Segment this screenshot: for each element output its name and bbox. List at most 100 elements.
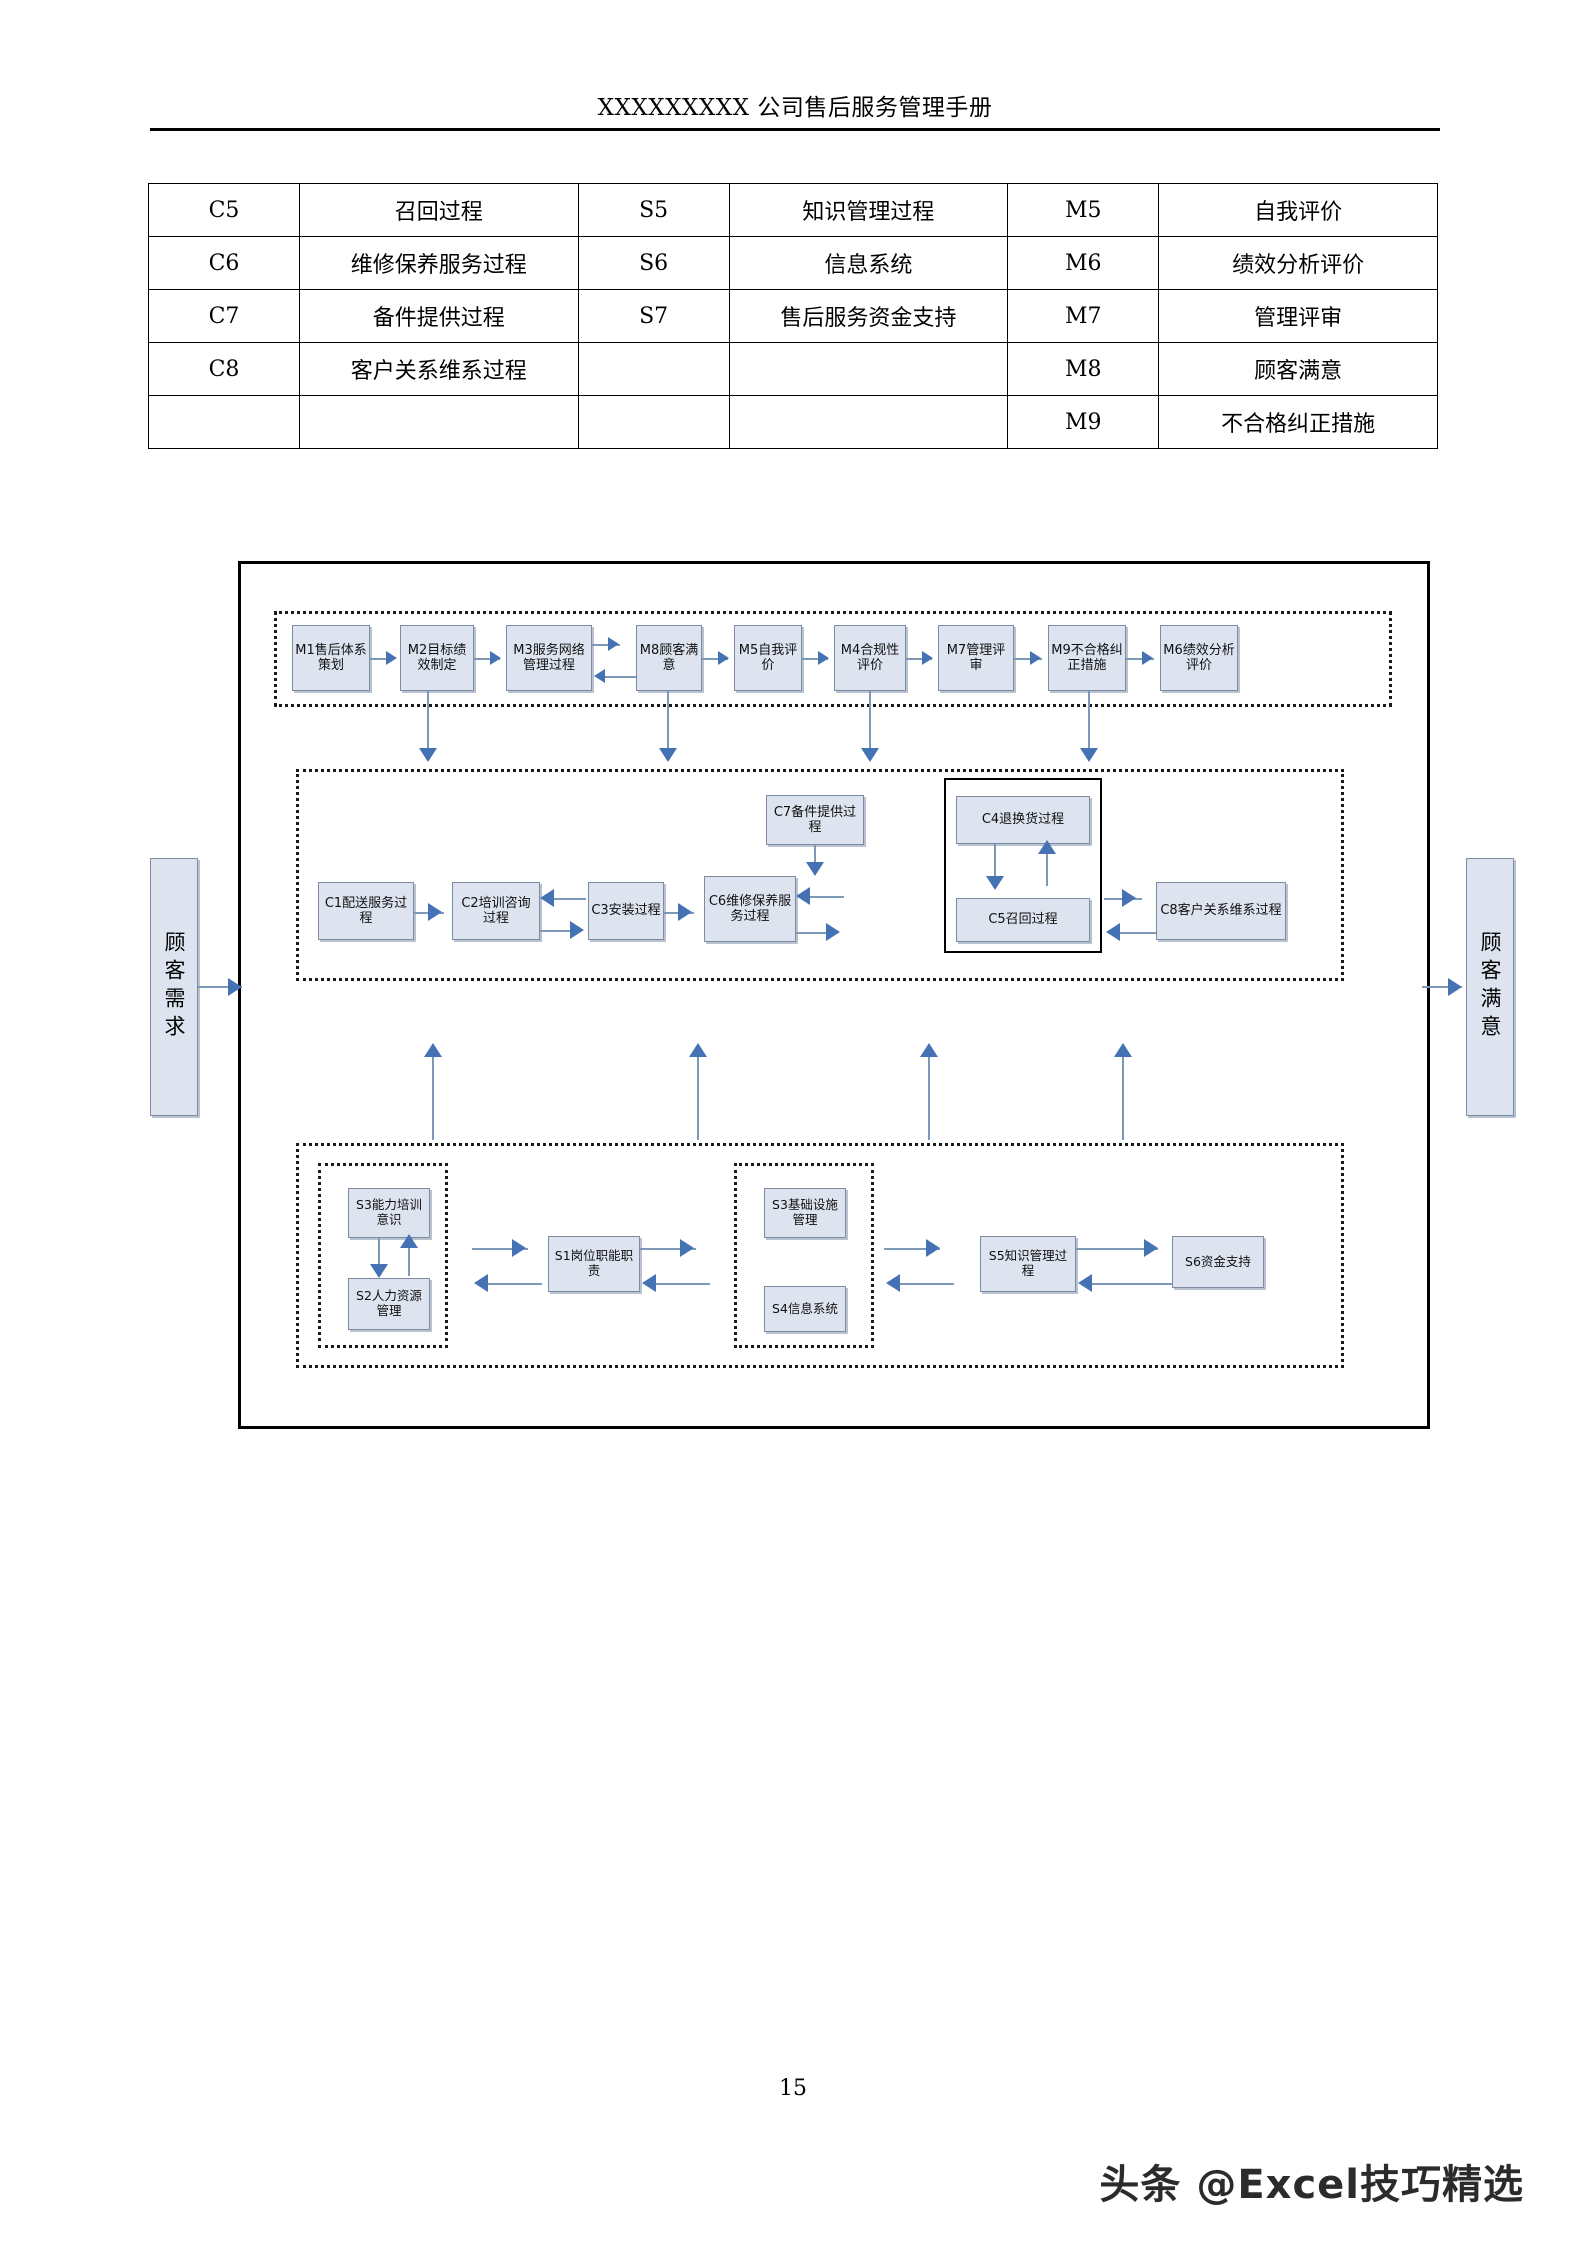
box-s3b[interactable]: S3基础设施管理 — [764, 1188, 846, 1238]
connector-c2-c3 — [540, 930, 574, 932]
cell-c-name: 客户关系维系过程 — [299, 342, 579, 396]
arrow-c4-c6-icon — [796, 887, 810, 905]
connector-m4-m7 — [906, 658, 932, 660]
box-c5[interactable]: C5召回过程 — [956, 898, 1090, 942]
management-process-group — [274, 611, 1392, 707]
cell-m-name: 顾客满意 — [1158, 342, 1438, 396]
box-m6[interactable]: M6绩效分析评价 — [1160, 625, 1238, 691]
box-c1[interactable]: C1配送服务过程 — [318, 882, 414, 940]
connector-input — [198, 986, 242, 988]
box-m7[interactable]: M7管理评审 — [938, 625, 1014, 691]
box-m5[interactable]: M5自我评价 — [734, 625, 802, 691]
arrow-m4-m7-icon — [922, 651, 933, 665]
connector-output — [1422, 986, 1462, 988]
table-row: C8 客户关系维系过程 M8 顾客满意 — [148, 342, 1438, 396]
box-c6[interactable]: C6维修保养服务过程 — [704, 876, 796, 942]
connector-s-to-c-3 — [928, 1050, 930, 1140]
connector-s1-infra — [640, 1248, 696, 1250]
box-s5[interactable]: S5知识管理过程 — [980, 1236, 1076, 1292]
box-c4[interactable]: C4退换货过程 — [956, 796, 1090, 844]
arrow-hr-s1-icon — [512, 1239, 526, 1257]
arrow-m7-m9-icon — [1030, 651, 1041, 665]
arrow-m-to-c-4-icon — [1080, 748, 1098, 762]
box-c2[interactable]: C2培训咨询过程 — [452, 882, 540, 940]
header-divider — [150, 128, 1440, 131]
cell-s-name: 信息系统 — [728, 236, 1009, 290]
connector-c8-sub — [1118, 932, 1156, 934]
return-recall-subgroup — [944, 778, 1102, 953]
cell-s-code: S7 — [577, 289, 730, 343]
connector-s1-hr — [486, 1283, 542, 1285]
arrow-m5-m4-icon — [818, 651, 829, 665]
core-process-group — [296, 769, 1344, 981]
box-m4[interactable]: M4合规性评价 — [834, 625, 906, 691]
box-c7[interactable]: C7备件提供过程 — [766, 795, 864, 845]
page-title: XXXXXXXXX 公司售后服务管理手册 — [597, 95, 993, 121]
arrow-m3-m8-icon — [608, 637, 619, 651]
cell-m-code: M6 — [1007, 236, 1160, 290]
cell-c-code: C7 — [148, 289, 300, 343]
cell-c-code — [148, 395, 300, 449]
box-m1[interactable]: M1售后体系策划 — [292, 625, 370, 691]
arrow-s6-s5-icon — [1078, 1274, 1092, 1292]
arrow-m8-m3-icon — [594, 669, 605, 683]
connector-infra-s5 — [884, 1248, 940, 1250]
cell-m-name: 不合格纠正措施 — [1158, 395, 1438, 449]
cell-c-name: 备件提供过程 — [299, 289, 579, 343]
arrow-infra-s1-icon — [642, 1274, 656, 1292]
cell-c-code: C6 — [148, 236, 300, 290]
arrow-m-to-c-1-icon — [419, 748, 437, 762]
cell-c-code: C5 — [148, 183, 300, 237]
page-number: 15 — [779, 2076, 807, 2101]
cell-s-code: S6 — [577, 236, 730, 290]
arrow-input-icon — [228, 978, 242, 996]
connector-c6-c5 — [796, 932, 832, 934]
connector-s-to-c-1 — [432, 1050, 434, 1140]
cell-s-name: 售后服务资金支持 — [728, 289, 1009, 343]
box-c3[interactable]: C3安装过程 — [588, 882, 664, 940]
table-row: C5 召回过程 S5 知识管理过程 M5 自我评价 — [148, 183, 1438, 237]
box-c8[interactable]: C8客户关系维系过程 — [1156, 882, 1286, 940]
arrow-c5-c4-icon — [1038, 840, 1056, 854]
arrow-m-to-c-2-icon — [659, 748, 677, 762]
connector-m-to-c-3 — [869, 691, 871, 753]
cell-c-name: 召回过程 — [299, 183, 579, 237]
arrow-s1-infra-icon — [680, 1239, 694, 1257]
connector-s6-s5 — [1090, 1283, 1172, 1285]
box-s3a[interactable]: S3能力培训意识 — [348, 1188, 430, 1238]
watermark-label: 头条 @Excel技巧精选 — [1099, 2162, 1524, 2208]
connector-m2-m3 — [474, 658, 500, 660]
cell-c-code: C8 — [148, 342, 300, 396]
box-s1[interactable]: S1岗位职能职责 — [548, 1236, 640, 1292]
connector-s-to-c-2 — [697, 1050, 699, 1140]
box-m3[interactable]: M3服务网络管理过程 — [506, 625, 592, 691]
connector-c5-c4 — [1046, 848, 1048, 886]
arrow-s1-hr-icon — [474, 1274, 488, 1292]
box-s4[interactable]: S4信息系统 — [764, 1286, 846, 1332]
cell-m-name: 自我评价 — [1158, 183, 1438, 237]
cell-s-code — [577, 395, 730, 449]
connector-s5-infra — [898, 1283, 954, 1285]
connector-m9-m6 — [1126, 658, 1154, 660]
support-process-group — [296, 1143, 1344, 1368]
connector-c4-c5 — [994, 844, 996, 882]
support-hr-subgroup — [318, 1163, 448, 1348]
connector-s5-s6 — [1076, 1248, 1158, 1250]
box-s2[interactable]: S2人力资源管理 — [348, 1278, 430, 1330]
box-s6[interactable]: S6资金支持 — [1172, 1236, 1264, 1288]
arrow-s2-s3a-icon — [400, 1234, 418, 1248]
box-m9[interactable]: M9不合格纠正措施 — [1048, 625, 1126, 691]
arrow-s-to-c-4-icon — [1114, 1043, 1132, 1057]
connector-c4-c6 — [808, 896, 844, 898]
box-m8[interactable]: M8顾客满意 — [636, 625, 702, 691]
arrow-c4-c5-icon — [986, 876, 1004, 890]
arrow-m9-m6-icon — [1142, 651, 1153, 665]
table-body: C5 召回过程 S5 知识管理过程 M5 自我评价 C6 维修保养服务过程 S6… — [148, 183, 1438, 449]
connector-m3-m8 — [592, 644, 620, 646]
arrow-s5-infra-icon — [886, 1274, 900, 1292]
table-row: C6 维修保养服务过程 S6 信息系统 M6 绩效分析评价 — [148, 236, 1438, 290]
box-m2[interactable]: M2目标绩效制定 — [400, 625, 474, 691]
connector-c3-c2 — [552, 898, 586, 900]
arrow-m2-m3-icon — [490, 651, 501, 665]
arrow-s3a-s2-icon — [370, 1264, 388, 1278]
